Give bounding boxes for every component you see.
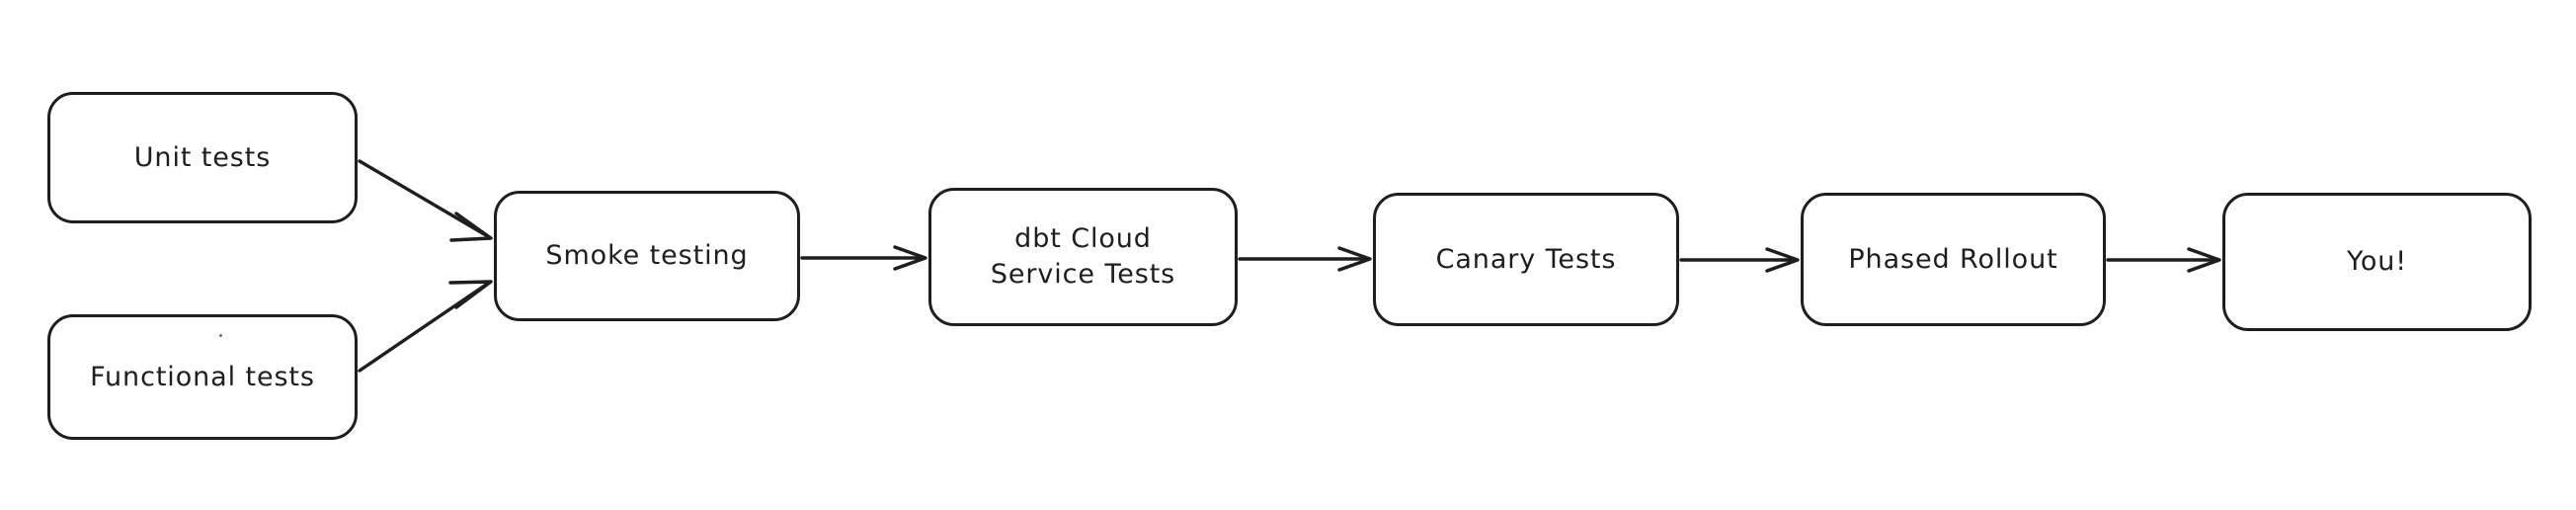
- node-canary-tests-label: Canary Tests: [1435, 243, 1617, 275]
- node-unit-tests[interactable]: Unit tests: [47, 92, 358, 223]
- node-dbt-cloud-service-tests-label: dbt Cloud Service Tests: [990, 223, 1176, 290]
- node-functional-tests-label: Functional tests: [90, 361, 315, 392]
- edge-unit-tests-to-smoke-testing: [358, 159, 493, 242]
- stray-dot-artifact: [219, 334, 222, 337]
- edge-dbt-cloud-to-canary-tests: [1238, 246, 1372, 272]
- node-smoke-testing-label: Smoke testing: [545, 240, 749, 272]
- node-phased-rollout[interactable]: Phased Rollout: [1801, 193, 2106, 326]
- node-you[interactable]: You!: [2222, 193, 2532, 331]
- edge-functional-tests-to-smoke-testing: [358, 280, 493, 373]
- node-dbt-cloud-service-tests[interactable]: dbt Cloud Service Tests: [928, 188, 1238, 326]
- node-phased-rollout-label: Phased Rollout: [1848, 243, 2058, 275]
- edge-smoke-testing-to-dbt-cloud: [800, 245, 927, 271]
- edge-canary-tests-to-phased-rollout: [1679, 247, 1800, 273]
- edge-phased-rollout-to-you: [2106, 247, 2221, 273]
- node-you-label: You!: [2347, 246, 2407, 278]
- node-functional-tests[interactable]: Functional tests: [47, 314, 358, 440]
- node-unit-tests-label: Unit tests: [133, 141, 272, 173]
- node-smoke-testing[interactable]: Smoke testing: [494, 191, 800, 321]
- node-canary-tests[interactable]: Canary Tests: [1373, 193, 1679, 326]
